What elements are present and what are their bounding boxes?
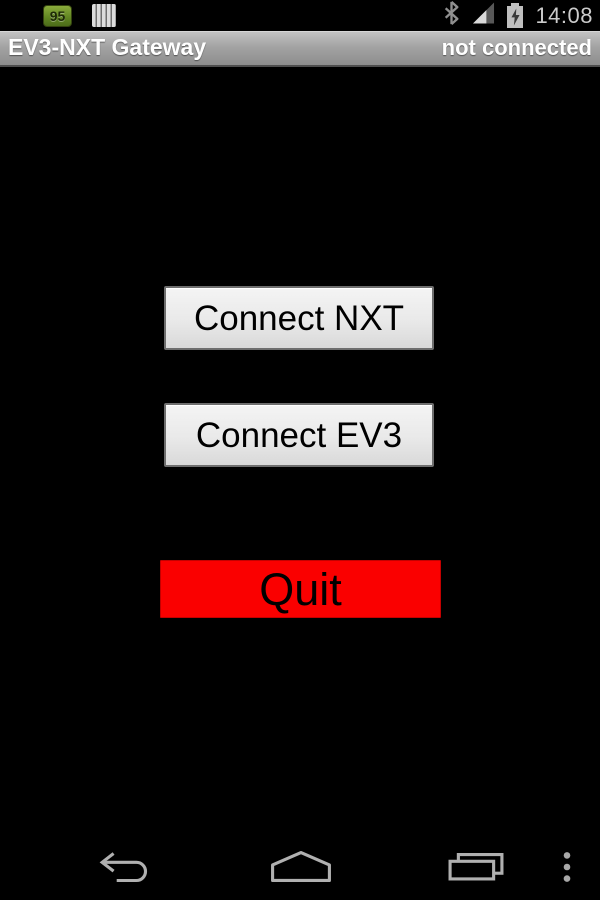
battery-widget-notification-icon: 95 bbox=[43, 4, 72, 27]
bluetooth-icon bbox=[443, 0, 460, 31]
status-bar: 95 bbox=[0, 0, 600, 31]
stripes-notification-icon bbox=[92, 4, 116, 27]
battery-widget-percent: 95 bbox=[49, 7, 66, 24]
home-icon bbox=[271, 850, 331, 882]
menu-button[interactable] bbox=[558, 851, 576, 883]
quit-button[interactable]: Quit bbox=[160, 560, 441, 618]
clock: 14:08 bbox=[535, 2, 593, 28]
connect-ev3-button[interactable]: Connect EV3 bbox=[164, 403, 434, 467]
connection-status: not connected bbox=[441, 34, 592, 60]
status-bar-left: 95 bbox=[0, 4, 116, 27]
back-icon bbox=[99, 852, 148, 883]
status-bar-right: 14:08 bbox=[443, 0, 600, 31]
recent-apps-button[interactable] bbox=[447, 852, 505, 882]
signal-strength-icon bbox=[472, 1, 495, 30]
connect-nxt-button[interactable]: Connect NXT bbox=[164, 286, 434, 350]
menu-dots-icon bbox=[563, 852, 571, 882]
home-button[interactable] bbox=[269, 849, 333, 883]
title-bar: EV3-NXT Gateway not connected bbox=[0, 31, 600, 67]
app-title: EV3-NXT Gateway bbox=[8, 34, 207, 60]
battery-charging-icon bbox=[507, 3, 524, 28]
back-button[interactable] bbox=[96, 849, 154, 885]
recent-apps-icon bbox=[448, 853, 504, 881]
